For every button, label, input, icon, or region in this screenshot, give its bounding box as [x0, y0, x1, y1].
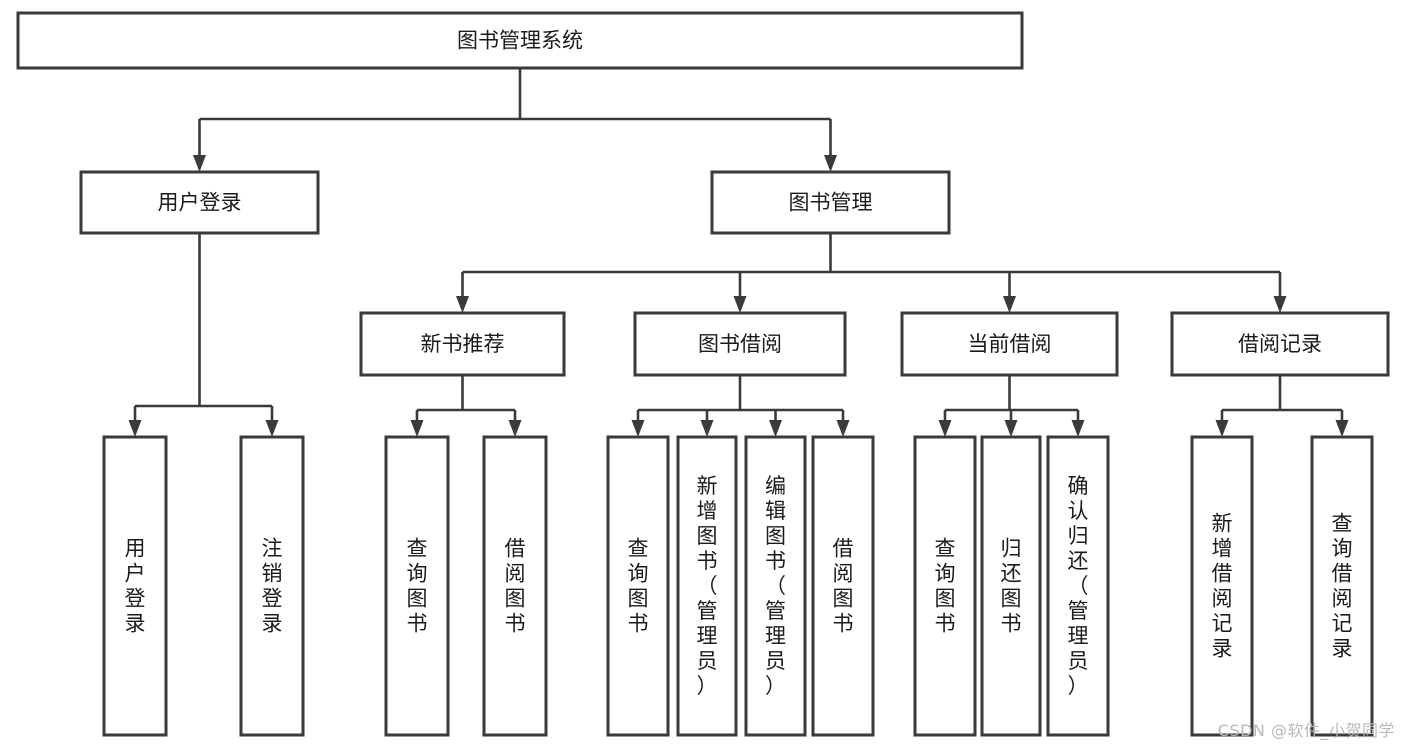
- arrow-head-icon: [1273, 296, 1287, 313]
- arrow-head-icon: [700, 420, 714, 437]
- node-box: [633, 311, 847, 377]
- connector-from-records: [1215, 375, 1349, 437]
- connector-from-bookmgmt: [456, 233, 1287, 313]
- node-box: [102, 435, 168, 737]
- node-box: [359, 311, 566, 377]
- node-label: 注销登录: [262, 537, 283, 636]
- arrow-head-icon: [938, 420, 952, 437]
- node-root[interactable]: 图书管理系统: [16, 11, 1024, 70]
- connector-from-root: [193, 68, 837, 172]
- arrow-head-icon: [265, 420, 279, 437]
- arrow-head-icon: [193, 155, 206, 172]
- node-box: [710, 170, 951, 235]
- node-box: [1190, 435, 1254, 737]
- arrow-head-icon: [1004, 420, 1018, 437]
- node-leaf-10[interactable]: 归还图书: [980, 435, 1042, 737]
- node-leaf-11[interactable]: 确认归还（管理员）: [1046, 435, 1110, 737]
- arrow-head-icon: [836, 420, 850, 437]
- arrow-head-icon: [508, 420, 522, 437]
- node-box: [79, 170, 320, 235]
- node-leaf-1[interactable]: 用户登录: [102, 435, 168, 737]
- node-label: 用户登录: [125, 537, 146, 636]
- node-box: [239, 435, 305, 737]
- node-label: 查询图书: [935, 537, 956, 636]
- arrow-head-icon: [1335, 420, 1349, 437]
- node-label: 借阅记录: [1238, 332, 1322, 356]
- node-bookmgmt[interactable]: 图书管理: [710, 170, 951, 235]
- node-label: 归还图书: [1001, 537, 1022, 636]
- node-label: 图书管理系统: [457, 29, 583, 53]
- node-label: 新书推荐: [421, 332, 505, 356]
- node-label: 用户登录: [158, 191, 242, 215]
- node-label: 当前借阅: [968, 332, 1052, 356]
- node-box: [900, 311, 1119, 377]
- arrow-head-icon: [631, 420, 645, 437]
- node-leaf-13[interactable]: 查询借阅记录: [1310, 435, 1374, 737]
- node-newbook[interactable]: 新书推荐: [359, 311, 566, 377]
- node-box: [676, 435, 738, 737]
- node-box: [1310, 435, 1374, 737]
- node-leaf-7[interactable]: 编辑图书（管理员）: [744, 435, 807, 737]
- node-label: 编辑图书（管理员）: [765, 474, 786, 698]
- node-box: [1170, 311, 1390, 377]
- connector-from-borrow: [631, 375, 850, 437]
- node-label: 借阅图书: [833, 537, 854, 636]
- node-box: [744, 435, 807, 737]
- node-current[interactable]: 当前借阅: [900, 311, 1119, 377]
- node-leaf-12[interactable]: 新增借阅记录: [1190, 435, 1254, 737]
- node-label: 新增借阅记录: [1212, 512, 1233, 661]
- node-box: [913, 435, 977, 737]
- node-leaf-6[interactable]: 新增图书（管理员）: [676, 435, 738, 737]
- arrow-head-icon: [128, 420, 142, 437]
- node-leaf-9[interactable]: 查询图书: [913, 435, 977, 737]
- connector-from-current: [938, 375, 1085, 437]
- connector-from-newbook: [410, 375, 522, 437]
- node-label: 图书管理: [789, 191, 873, 215]
- node-label: 查询图书: [628, 537, 649, 636]
- node-box: [1046, 435, 1110, 737]
- node-leaf-2[interactable]: 注销登录: [239, 435, 305, 737]
- connector-from-login: [128, 233, 279, 437]
- node-label: 借阅图书: [505, 537, 526, 636]
- node-layer: 图书管理系统用户登录图书管理新书推荐图书借阅当前借阅借阅记录用户登录注销登录查询…: [16, 11, 1390, 737]
- watermark-text: CSDN @软件_小贺同学: [1217, 721, 1395, 740]
- node-leaf-8[interactable]: 借阅图书: [811, 435, 875, 737]
- connector-layer: [128, 68, 1349, 437]
- node-records[interactable]: 借阅记录: [1170, 311, 1390, 377]
- arrow-head-icon: [456, 296, 469, 313]
- arrow-head-icon: [769, 420, 782, 437]
- node-label: 查询借阅记录: [1332, 512, 1353, 661]
- node-box: [16, 11, 1024, 70]
- arrow-head-icon: [410, 420, 424, 437]
- node-login[interactable]: 用户登录: [79, 170, 320, 235]
- node-borrow[interactable]: 图书借阅: [633, 311, 847, 377]
- arrow-head-icon: [1003, 296, 1016, 313]
- node-leaf-4[interactable]: 借阅图书: [482, 435, 548, 737]
- node-label: 新增图书（管理员）: [697, 474, 718, 698]
- node-leaf-3[interactable]: 查询图书: [384, 435, 450, 737]
- node-box: [384, 435, 450, 737]
- arrow-head-icon: [733, 296, 747, 313]
- arrow-head-icon: [824, 155, 837, 172]
- node-box: [811, 435, 875, 737]
- node-box: [482, 435, 548, 737]
- node-label: 查询图书: [407, 537, 428, 636]
- node-box: [606, 435, 670, 737]
- node-label: 确认归还（管理员）: [1068, 474, 1089, 698]
- arrow-head-icon: [1215, 420, 1229, 437]
- node-label: 图书借阅: [698, 332, 782, 356]
- node-leaf-5[interactable]: 查询图书: [606, 435, 670, 737]
- arrow-head-icon: [1071, 420, 1085, 437]
- node-box: [980, 435, 1042, 737]
